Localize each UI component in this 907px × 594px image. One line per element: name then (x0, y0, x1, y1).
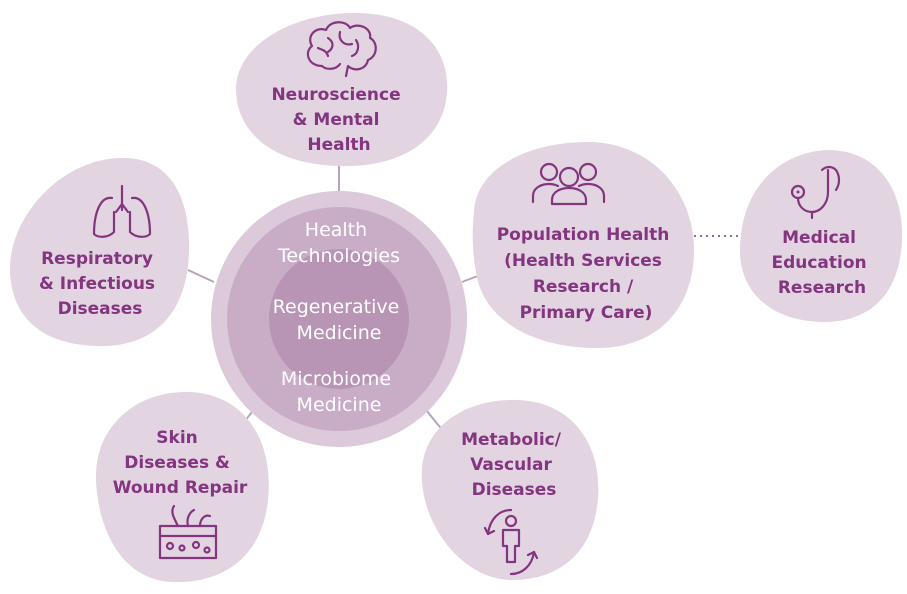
person-cycle-icon (483, 508, 539, 576)
core-label-health-technologies: Health Technologies (277, 219, 400, 267)
label-neuroscience-mental-health: Neuroscience & Mental Health (271, 85, 406, 155)
blob-population (472, 142, 695, 349)
brain-icon (306, 21, 377, 78)
label-skin-wound-repair: Skin Diseases & Wound Repair (113, 428, 248, 498)
lungs-icon (92, 184, 152, 238)
core-label-regenerative-medicine: Regenerative Medicine (273, 296, 406, 344)
connector-respiratory (187, 269, 215, 283)
label-medical-education-research: Medical Education Research (771, 228, 872, 298)
label-population-health: Population Health (Health Services Resea… (497, 225, 676, 323)
people-group-icon (531, 162, 606, 206)
blob-skin (95, 392, 269, 583)
core-ring-inner (269, 249, 409, 389)
core-label-microbiome-medicine: Microbiome Medicine (281, 368, 397, 416)
blob-metabolic (421, 399, 599, 580)
stethoscope-icon (790, 165, 841, 220)
label-metabolic-vascular: Metabolic/ Vascular Diseases (461, 430, 567, 500)
blob-medical-education (740, 150, 903, 322)
blob-neuro (235, 12, 448, 167)
skin-layers-icon (158, 504, 218, 560)
label-respiratory-infectious: Respiratory & Infectious Diseases (39, 249, 161, 319)
